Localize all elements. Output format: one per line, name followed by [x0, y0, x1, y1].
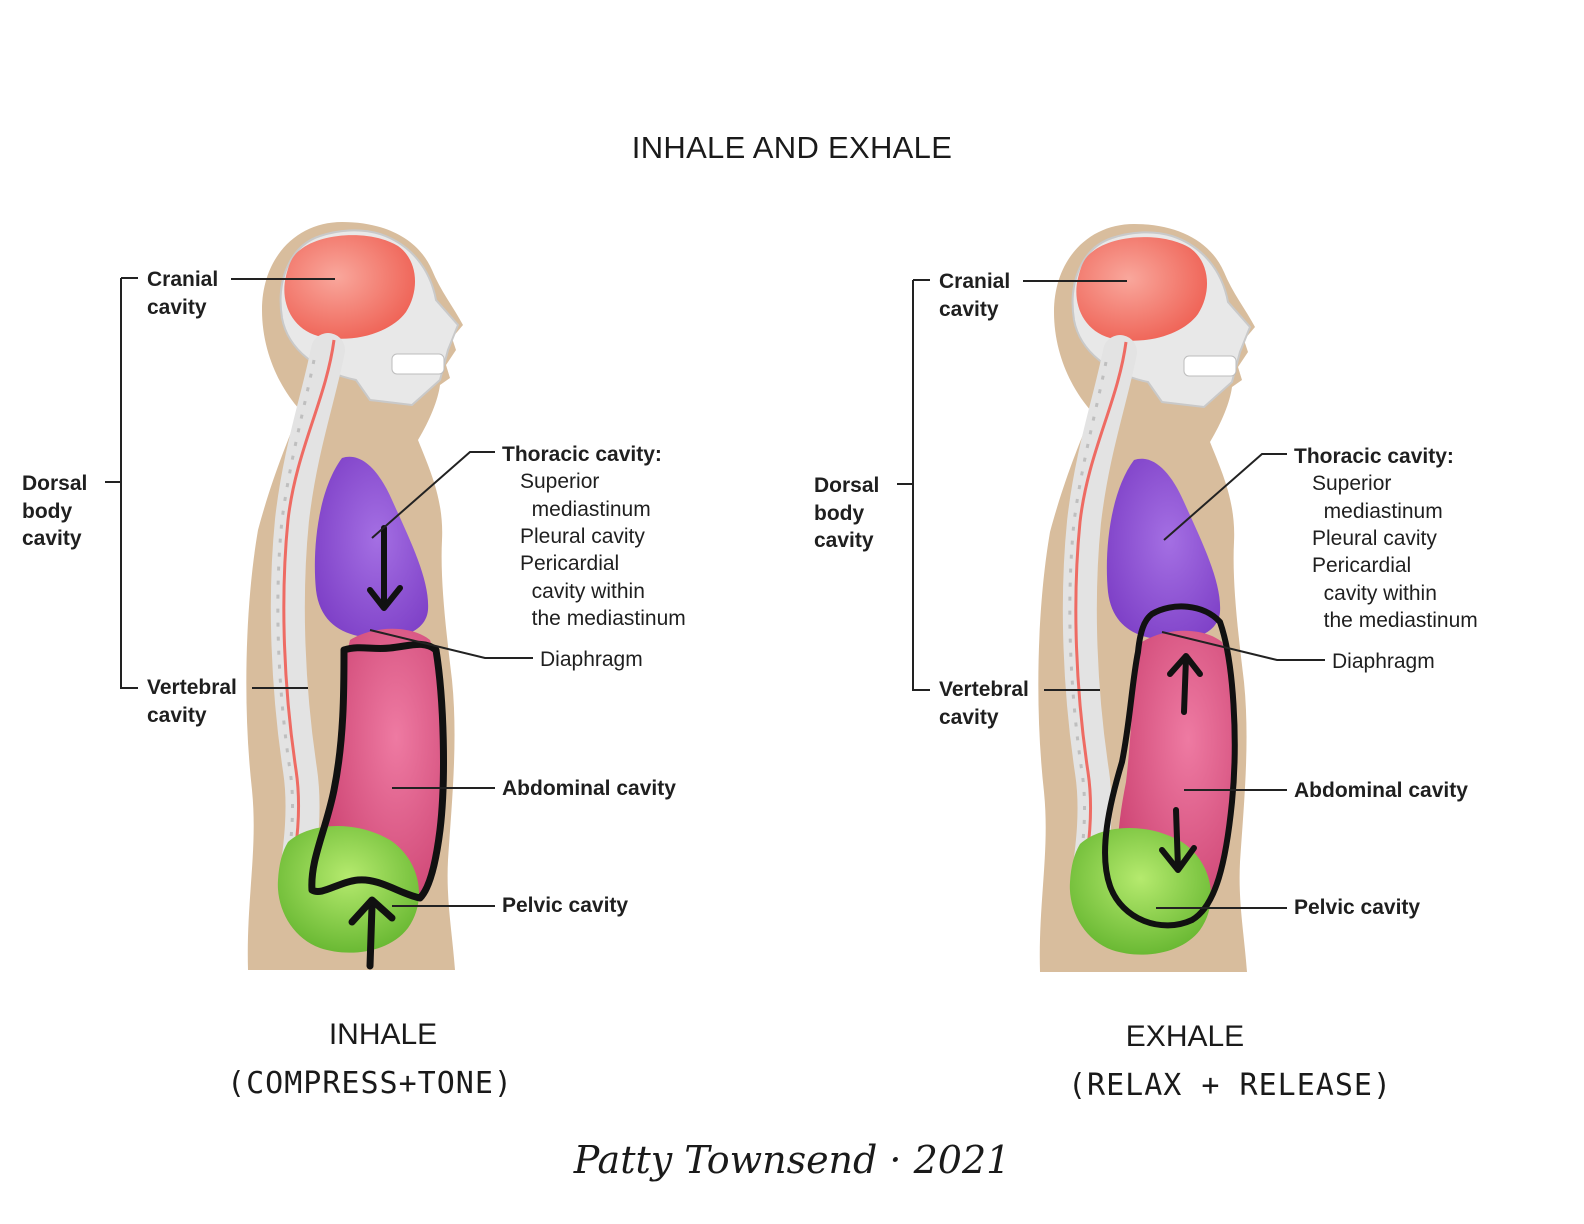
label-thoracic-right: Thoracic cavity:: [1294, 445, 1454, 468]
author-signature: Patty Townsend · 2021: [573, 1138, 1011, 1182]
label-pleural-left: Pleural cavity: [520, 525, 645, 548]
label-diaphragm-right: Diaphragm: [1332, 650, 1435, 673]
thoracic-cavity-shape-right: [1106, 458, 1221, 641]
leader-lines-left: [105, 277, 533, 907]
down-arrow-icon: [367, 525, 403, 611]
label-pericardial-right: Pericardial cavity within the mediastinu…: [1312, 554, 1478, 632]
label-superior-left: Superior mediastinum: [520, 470, 651, 521]
label-pelvic-right: Pelvic cavity: [1294, 896, 1421, 919]
cranial-cavity-shape-right: [1076, 237, 1208, 341]
label-pericardial-left: Pericardial cavity within the mediastinu…: [520, 552, 686, 630]
up-arrow-icon-right: [1167, 653, 1203, 715]
inhale-ink-outline: [308, 640, 447, 902]
leader-lines-right: [897, 279, 1325, 909]
exhale-figure: [897, 224, 1325, 972]
inhale-note: (COMPRESS+TONE): [227, 1066, 513, 1101]
label-thoracic-left: Thoracic cavity:: [502, 443, 662, 466]
label-pleural-right: Pleural cavity: [1312, 527, 1437, 550]
label-abdominal-left: Abdominal cavity: [502, 777, 676, 800]
cranial-cavity-shape-left: [284, 235, 416, 339]
spine-right: [1062, 335, 1137, 899]
label-pelvic-left: Pelvic cavity: [502, 894, 629, 917]
label-diaphragm-left: Diaphragm: [540, 648, 643, 671]
label-abdominal-right: Abdominal cavity: [1294, 779, 1468, 802]
diagram-title: INHALE AND EXHALE: [631, 130, 953, 165]
inhale-caption: INHALE: [328, 1018, 438, 1051]
exhale-note: (RELAX + RELEASE): [1067, 1068, 1393, 1103]
up-arrow-icon: [348, 896, 396, 970]
spine-left: [270, 333, 345, 897]
exhale-ink-outline: [1102, 603, 1238, 929]
exhale-caption: EXHALE: [1125, 1020, 1245, 1053]
label-superior-right: Superior mediastinum: [1312, 472, 1443, 523]
down-arrow-icon-right: [1159, 807, 1197, 873]
